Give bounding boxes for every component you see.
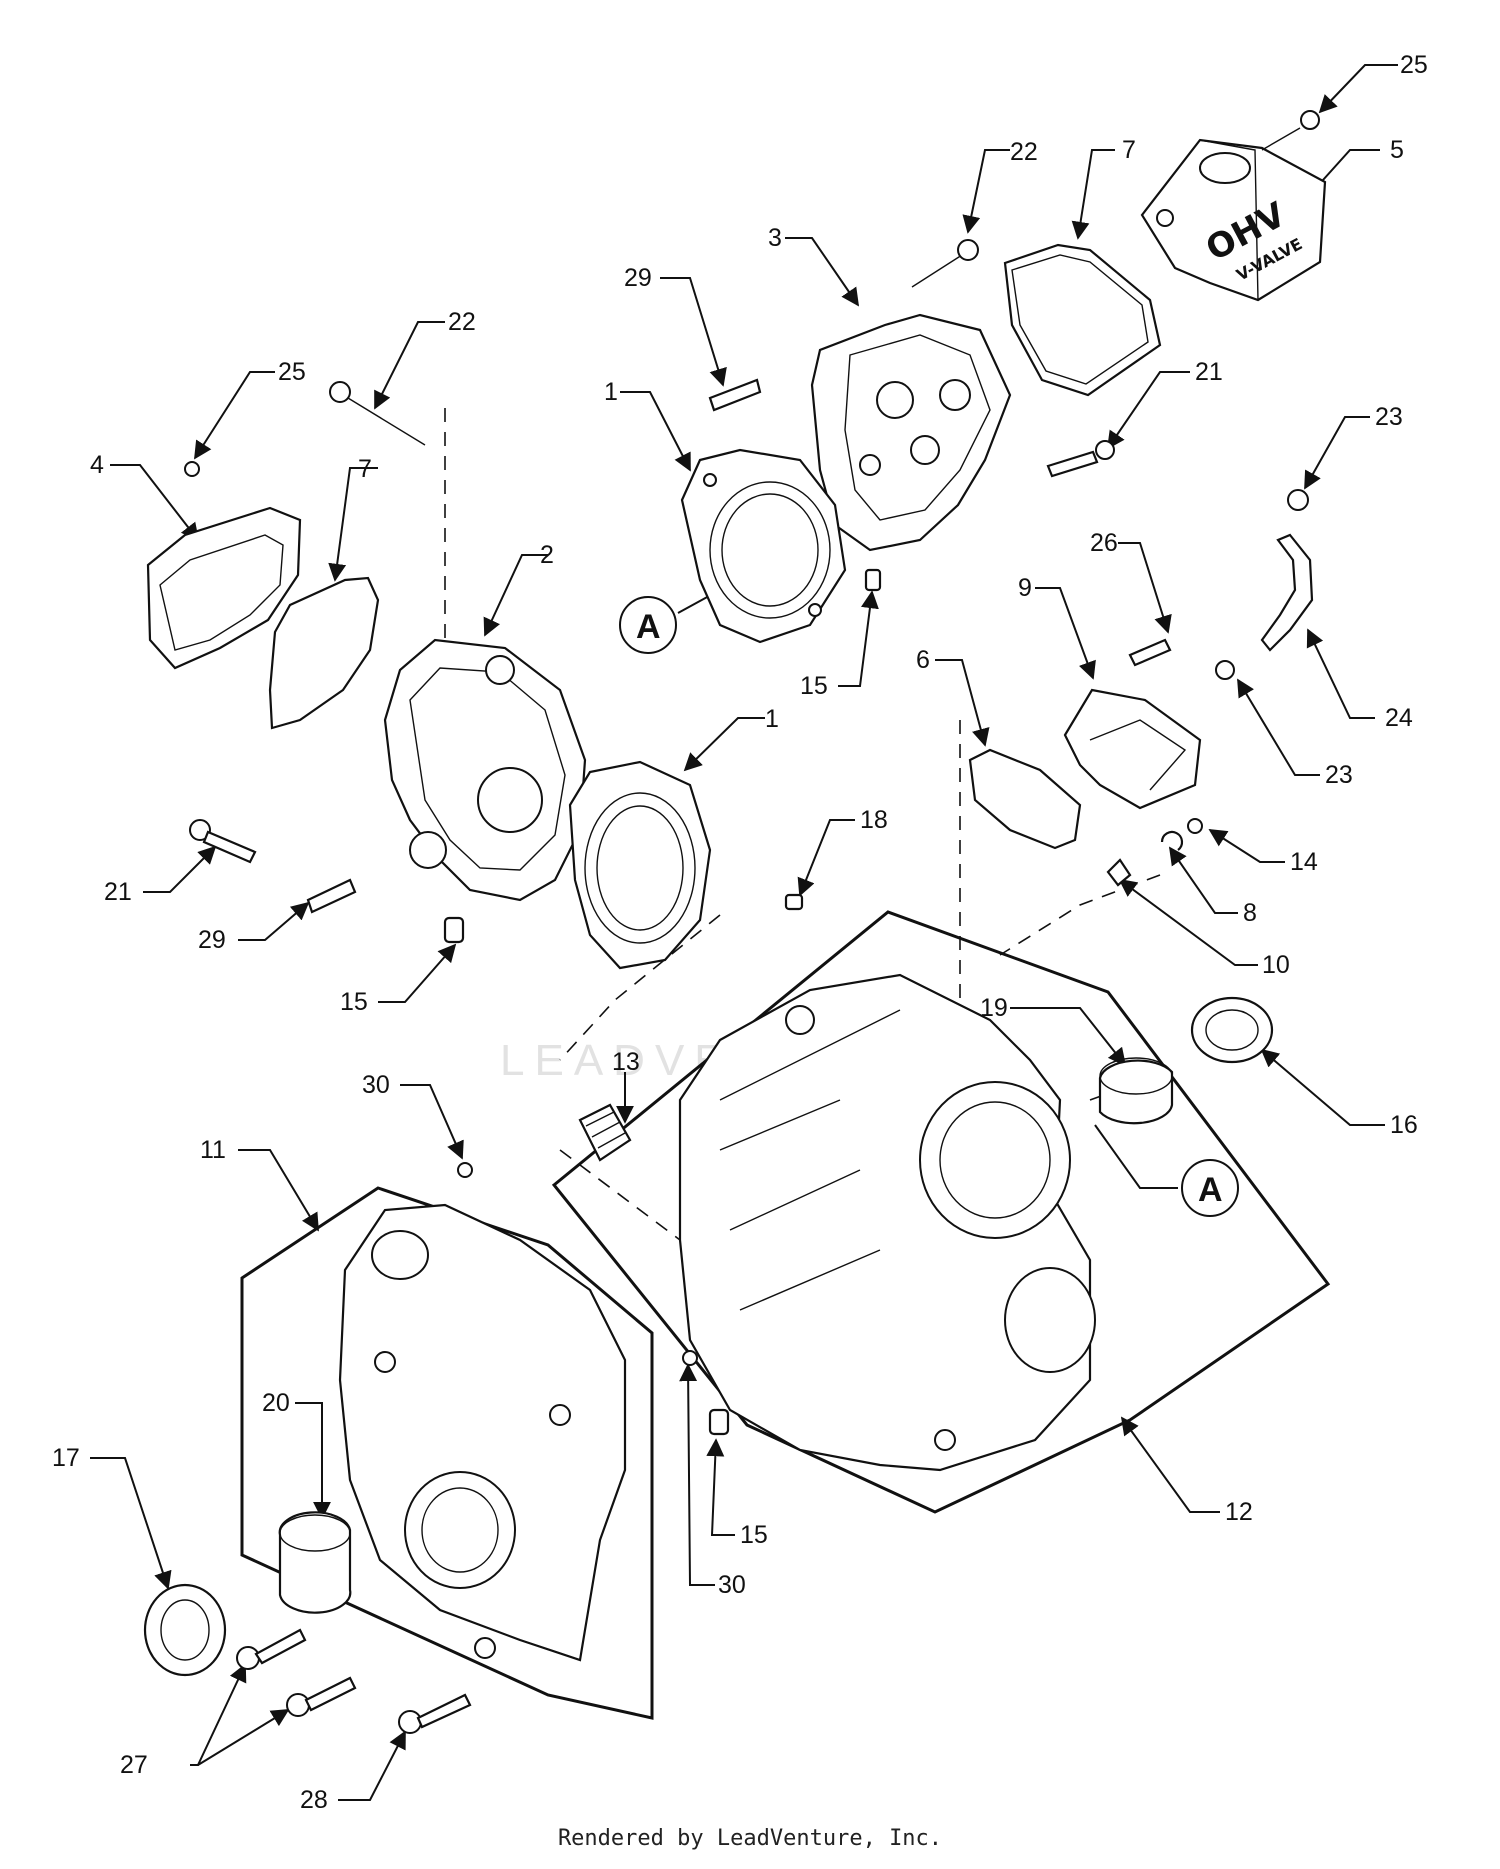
callout-17: 17: [52, 1444, 80, 1472]
reference-a-lower: A: [1181, 1159, 1239, 1217]
bolt-21-right: [1046, 440, 1115, 478]
callout-16: 16: [1390, 1111, 1418, 1139]
leader-lines: [90, 64, 1398, 1801]
callout-21-left: 21: [104, 878, 132, 906]
callout-29-left: 29: [198, 926, 226, 954]
callout-15-left: 15: [340, 988, 368, 1016]
plug-18: [784, 893, 804, 911]
callout-5: 5: [1390, 136, 1404, 164]
bolt-27-lower: [286, 1676, 357, 1717]
screw-14: [1187, 818, 1203, 834]
cover-9: [1063, 688, 1202, 810]
cylinder-head-3: [810, 313, 1012, 552]
callout-29-top: 29: [624, 264, 652, 292]
callout-25-top: 25: [1400, 51, 1428, 79]
seal-17: [143, 1583, 227, 1677]
callout-27: 27: [120, 1751, 148, 1779]
callout-21-right: 21: [1195, 358, 1223, 386]
footer-credit: Rendered by LeadVenture, Inc.: [557, 1826, 943, 1851]
gasket-6: [968, 748, 1082, 850]
callout-22-top: 22: [1010, 138, 1038, 166]
crankcase-12: [678, 973, 1096, 1472]
bolt-27-upper: [236, 1628, 307, 1670]
stud-29-left: [306, 878, 357, 914]
callout-30-top: 30: [362, 1071, 390, 1099]
callout-3: 3: [768, 224, 782, 252]
callout-24: 24: [1385, 704, 1413, 732]
callout-23-right: 23: [1325, 761, 1353, 789]
callout-13: 13: [612, 1048, 640, 1076]
callout-22-left: 22: [448, 308, 476, 336]
callout-1-top: 1: [604, 378, 618, 406]
clamp-23-top: [1287, 489, 1309, 511]
bushing-19: [1098, 1057, 1174, 1125]
oring-30-top: [457, 1162, 473, 1178]
screw-25-top: [1261, 110, 1320, 151]
bolt-26: [1128, 638, 1172, 667]
cylinder-head-2: [383, 638, 587, 902]
callout-18: 18: [860, 806, 888, 834]
callout-15-top: 15: [800, 672, 828, 700]
callout-9: 9: [1018, 574, 1032, 602]
callout-30-bottom: 30: [718, 1571, 746, 1599]
breather-13: [578, 1103, 632, 1162]
head-gasket-1-top: [680, 448, 847, 644]
bushing-20: [278, 1511, 352, 1614]
callout-8: 8: [1243, 899, 1257, 927]
callout-6: 6: [916, 646, 930, 674]
dowel-15-left: [443, 916, 465, 944]
head-gasket-1-mid: [568, 760, 712, 970]
callout-4: 4: [90, 451, 104, 479]
callout-20: 20: [262, 1389, 290, 1417]
callout-7-top: 7: [1122, 136, 1136, 164]
callout-28: 28: [300, 1786, 328, 1814]
bolt-22-top: [911, 239, 979, 288]
dowel-15-top: [864, 568, 882, 592]
crankcase-12-boundary: [551, 910, 1331, 1514]
svg-text:A: A: [636, 608, 661, 646]
callout-11: 11: [200, 1136, 226, 1164]
svg-text:A: A: [1198, 1171, 1223, 1209]
part-10: [1106, 858, 1132, 887]
rocker-cover-4: [146, 461, 302, 670]
callout-15-bottom: 15: [740, 1521, 768, 1549]
bolt-28: [398, 1693, 472, 1734]
clip-8: [1160, 830, 1184, 851]
gasket-7-left: [268, 576, 380, 730]
callout-23-top: 23: [1375, 403, 1403, 431]
callout-2: 2: [540, 541, 554, 569]
seal-16: [1190, 996, 1274, 1064]
callout-7-left: 7: [358, 455, 372, 483]
oring-30-bottom: [682, 1350, 698, 1366]
bolt-22-left: [329, 381, 426, 446]
stud-29-top: [708, 378, 762, 412]
dowel-15-bottom: [708, 1408, 730, 1436]
callout-25-left: 25: [278, 358, 306, 386]
callout-10: 10: [1262, 951, 1290, 979]
gasket-7-top: [1003, 243, 1162, 397]
reference-a-upper: A: [619, 596, 677, 654]
callout-1-mid: 1: [765, 705, 779, 733]
callout-26: 26: [1090, 529, 1118, 557]
hose-24: [1260, 533, 1314, 652]
clamp-23-right: [1215, 660, 1235, 680]
callout-19: 19: [980, 994, 1008, 1022]
front-cover-11: [338, 1203, 627, 1662]
bolt-21-left: [189, 819, 257, 864]
callout-12: 12: [1225, 1498, 1253, 1526]
callout-14: 14: [1290, 848, 1318, 876]
valve-cover-5: OHV V-VALVE: [1140, 138, 1327, 302]
